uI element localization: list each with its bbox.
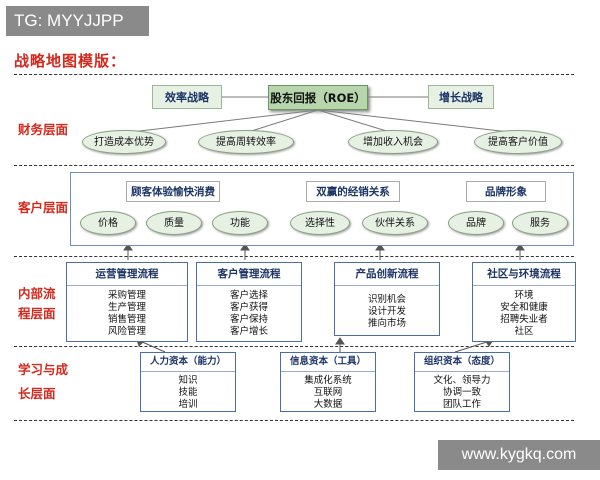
learning-item: 知识 — [178, 375, 198, 386]
process-title: 产品创新流程 — [335, 263, 439, 286]
oval-quality: 质量 — [146, 211, 202, 235]
level-label-process-1: 内部流 — [18, 286, 56, 301]
learning-item: 培训 — [178, 399, 198, 410]
watermark-tag: TG: MYYJJPP — [6, 6, 149, 36]
process-item: 客户获得 — [229, 302, 268, 313]
process-item: 客户增长 — [229, 326, 268, 337]
divider — [14, 256, 574, 257]
learning-item: 集成化系统 — [304, 375, 352, 386]
level-label-learning-1: 学习与成 — [18, 362, 69, 377]
divider — [14, 165, 574, 166]
oval-customer-value: 提高客户价值 — [474, 130, 562, 154]
divider — [14, 420, 574, 421]
divider — [14, 346, 574, 347]
process-item: 采购管理 — [107, 290, 146, 301]
roe-box: 股东回报（ROE） — [268, 85, 368, 110]
oval-service: 服务 — [512, 211, 568, 235]
process-item: 社区 — [514, 326, 534, 337]
level-label-customer: 客户层面 — [18, 200, 69, 215]
brand-image-heading: 品牌形象 — [466, 181, 546, 202]
oval-cost-advantage: 打造成本优势 — [82, 130, 166, 154]
learning-title: 组织资本（态度） — [415, 353, 509, 372]
learning-item: 文化、领导力 — [433, 375, 491, 386]
growth-strategy-box: 增长战略 — [428, 85, 494, 109]
process-item: 风险管理 — [107, 326, 146, 337]
oval-revenue-opportunity: 增加收入机会 — [348, 130, 438, 154]
customer-experience-heading: 顾客体验愉快消费 — [126, 181, 220, 202]
process-item: 客户保持 — [229, 314, 268, 325]
efficiency-strategy-box: 效率战略 — [152, 85, 222, 109]
oval-selectivity: 选择性 — [290, 211, 350, 235]
oval-price: 价格 — [80, 211, 136, 235]
level-label-process-2: 程层面 — [18, 306, 56, 321]
divider — [14, 74, 574, 75]
learning-item: 技能 — [178, 387, 198, 398]
process-item: 设计开发 — [367, 306, 406, 317]
process-box-customer: 客户管理流程 客户选择 客户获得 客户保持 客户增长 — [196, 262, 302, 342]
oval-partnership: 伙伴关系 — [362, 211, 428, 235]
process-item: 生产管理 — [107, 302, 146, 313]
process-item: 客户选择 — [229, 290, 268, 301]
process-box-operations: 运营管理流程 采购管理 生产管理 销售管理 风险管理 — [66, 262, 188, 342]
process-box-innovation: 产品创新流程 识别机会 设计开发 推向市场 — [334, 262, 440, 336]
process-item: 推向市场 — [367, 318, 406, 329]
learning-box-human-capital: 人力资本（能力） 知识 技能 培训 — [140, 352, 236, 412]
process-item: 环境 — [514, 290, 534, 301]
oval-turnover-efficiency: 提高周转效率 — [198, 130, 294, 154]
learning-item: 团队工作 — [442, 399, 481, 410]
learning-item: 互联网 — [313, 387, 343, 398]
process-item: 安全和健康 — [500, 302, 548, 313]
process-item: 识别机会 — [367, 294, 406, 305]
process-box-community: 社区与环境流程 环境 安全和健康 招聘失业者 社区 — [472, 262, 576, 342]
learning-box-information-capital: 信息资本（工具） 集成化系统 互联网 大数据 — [280, 352, 376, 412]
process-title: 客户管理流程 — [197, 263, 301, 286]
learning-item: 协调一致 — [442, 387, 481, 398]
oval-function: 功能 — [212, 211, 268, 235]
learning-title: 信息资本（工具） — [281, 353, 375, 372]
process-title: 运营管理流程 — [67, 263, 187, 286]
level-label-learning-2: 长层面 — [18, 386, 56, 401]
learning-box-organization-capital: 组织资本（态度） 文化、领导力 协调一致 团队工作 — [414, 352, 510, 412]
process-item: 招聘失业者 — [500, 314, 548, 325]
learning-title: 人力资本（能力） — [141, 353, 235, 372]
learning-item: 大数据 — [313, 399, 343, 410]
page-title: 战略地图模版： — [14, 52, 127, 70]
process-item: 销售管理 — [107, 314, 146, 325]
win-win-heading: 双赢的经销关系 — [306, 181, 400, 202]
process-title: 社区与环境流程 — [473, 263, 575, 286]
oval-brand: 品牌 — [448, 211, 504, 235]
site-watermark: www.kygkq.com — [438, 440, 600, 470]
level-label-financial: 财务层面 — [18, 122, 69, 137]
